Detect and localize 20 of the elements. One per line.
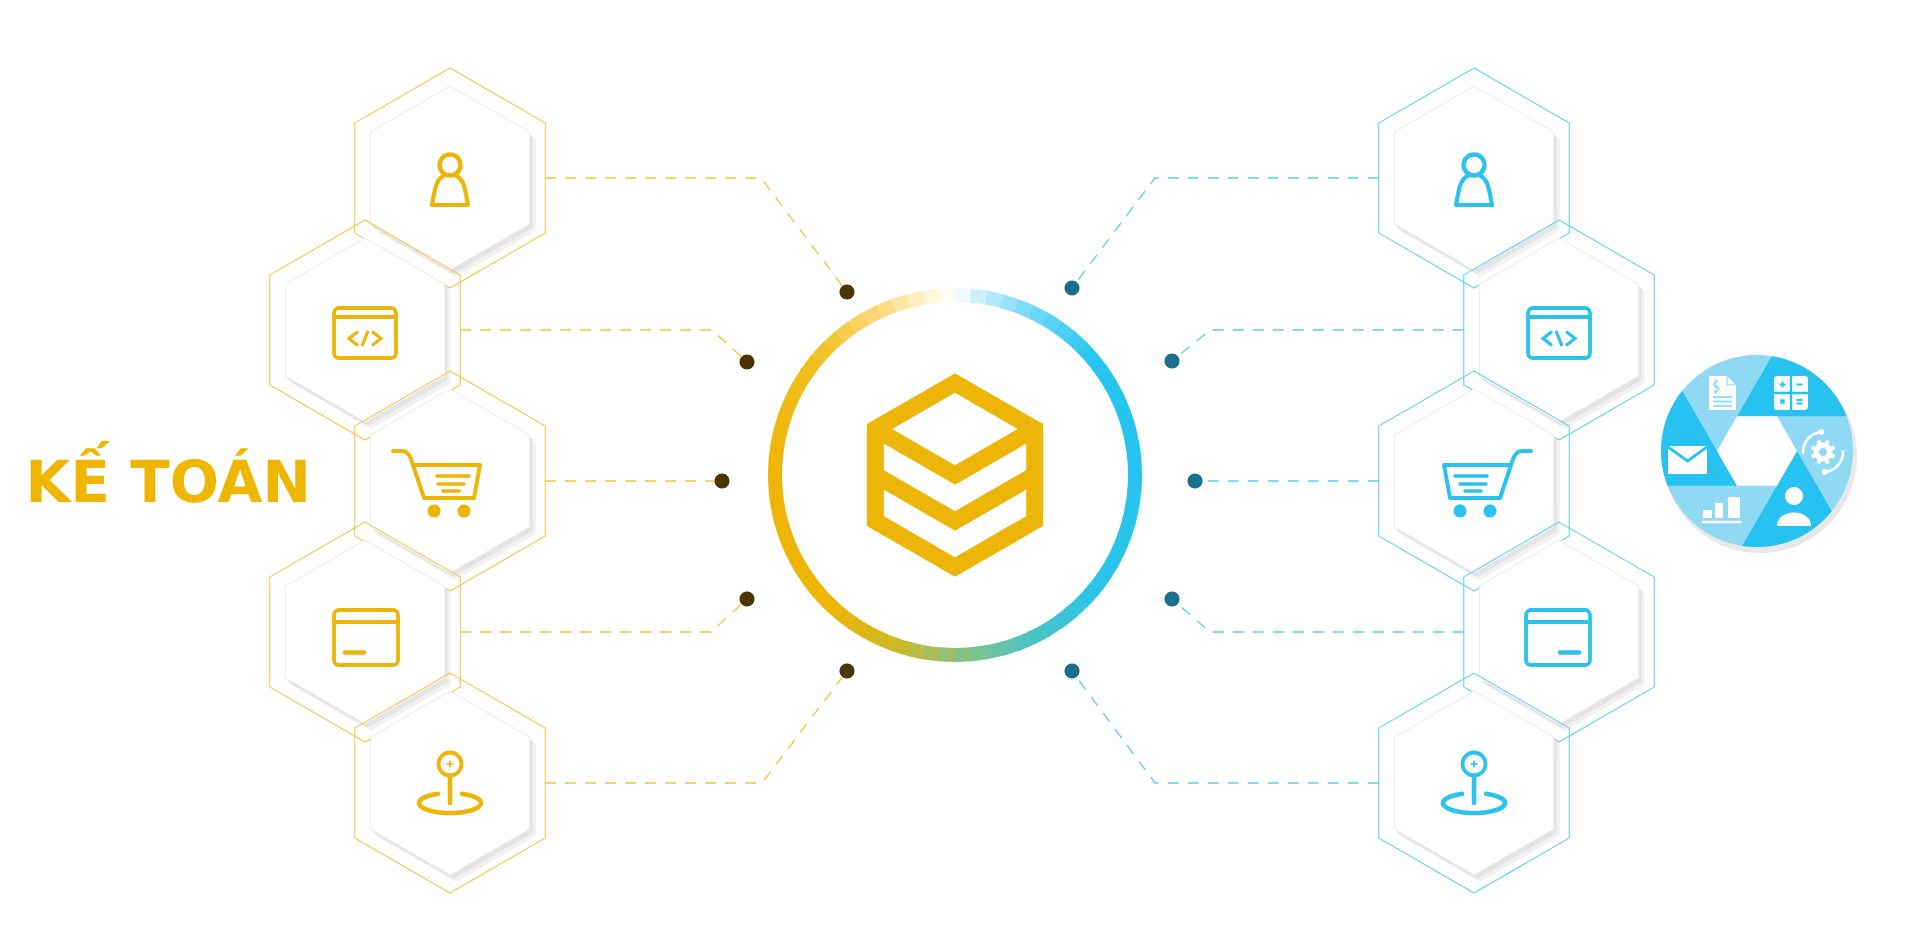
dot [839,284,855,300]
dashed-connector [459,329,743,358]
dot [714,473,730,489]
dot [1164,591,1180,607]
dot [1164,353,1180,369]
dashed-connector [1075,177,1380,283]
dot [1064,280,1080,296]
dot [739,591,755,607]
hexagon [354,672,546,894]
dashed-connector [544,676,844,784]
dot [839,663,855,679]
hexagon [1378,672,1570,894]
heading: KẾ TOÁN [30,440,306,503]
dashed-connector [544,480,716,482]
dot [739,354,755,370]
dot [1064,663,1080,679]
ring [768,288,1142,662]
dot [1187,473,1203,489]
dashed-connector [459,603,743,633]
dashed-connector [544,177,844,287]
